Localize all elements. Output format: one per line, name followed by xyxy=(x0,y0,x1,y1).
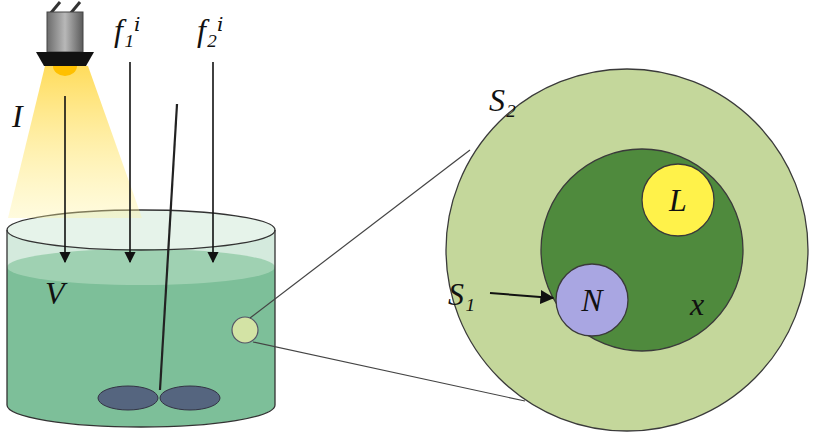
light-beam xyxy=(8,66,142,218)
tank: V xyxy=(5,205,277,430)
input-label: I xyxy=(12,100,23,132)
pool-label: S₁ xyxy=(448,278,475,310)
input-arrow xyxy=(64,96,66,262)
feed-label: f₁ⁱ xyxy=(114,14,140,46)
feed-arrow xyxy=(129,62,131,262)
node-label: N xyxy=(581,284,602,316)
node-label: x xyxy=(690,288,704,320)
cell-outer: S₂ x L N xyxy=(445,68,809,432)
node-label: V xyxy=(45,277,65,309)
feed-label: f₂ⁱ xyxy=(197,14,223,46)
tank-shape xyxy=(5,205,277,430)
nitrogen-pool: N xyxy=(555,263,629,337)
lipid-pool: L xyxy=(641,163,715,237)
zoom-line xyxy=(250,150,470,318)
cell-inner: x L N xyxy=(540,148,744,352)
node-label: L xyxy=(669,184,687,216)
cell-inner-shape xyxy=(540,148,744,352)
cell-outer-shape xyxy=(445,68,809,432)
feed-arrow xyxy=(212,62,214,262)
lamp xyxy=(36,2,94,76)
node-label: S₂ xyxy=(489,84,516,116)
cell-symbol xyxy=(232,317,258,343)
